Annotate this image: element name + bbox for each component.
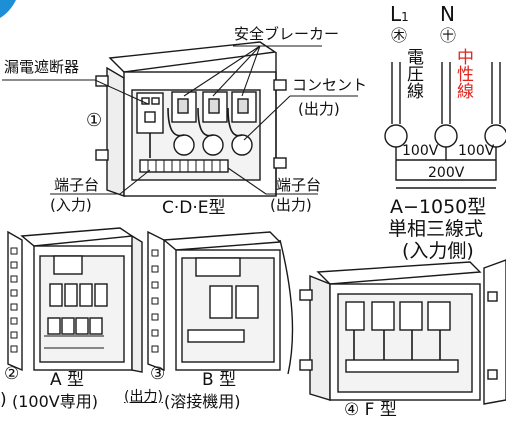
terminal-output-sub: (出力) bbox=[270, 196, 312, 214]
model-b-sub: (溶接機用) bbox=[164, 392, 241, 411]
outlet-output-label: (出力) bbox=[298, 100, 340, 118]
model-cde-label: C·D·E型 bbox=[162, 198, 226, 218]
voltage-200: 200V bbox=[428, 165, 465, 181]
model-b-number: ③ bbox=[150, 364, 166, 384]
wiring-diagram bbox=[384, 62, 506, 189]
box-f bbox=[299, 259, 506, 405]
model-f-label: ④ F 型 bbox=[344, 400, 397, 420]
l1-label: L1 bbox=[390, 4, 409, 24]
model-a-label: A 型 bbox=[50, 370, 85, 390]
model-1050: A−1050型 bbox=[390, 196, 487, 218]
model-a-number: ② bbox=[4, 364, 20, 384]
left-paren: ) bbox=[0, 390, 7, 410]
neutral-line-label: 中性線 bbox=[453, 48, 473, 99]
voltage-100-b: 100V bbox=[458, 143, 495, 159]
corner-accent bbox=[0, 0, 16, 18]
outlet-label: コンセント bbox=[292, 76, 368, 94]
input-side-label: (入力側) bbox=[402, 240, 474, 262]
n-label: N bbox=[440, 2, 455, 26]
box-b bbox=[147, 230, 294, 375]
model-b-label: B 型 bbox=[202, 370, 237, 390]
model-b-output: (出力) bbox=[124, 389, 163, 405]
l1-color: ㊍ bbox=[391, 26, 408, 45]
voltage-line-label: 電圧線 bbox=[403, 48, 423, 99]
box-a bbox=[7, 227, 143, 373]
breaker-label: 漏電遮断器 bbox=[4, 58, 80, 76]
model-a-sub: (100V専用) bbox=[12, 392, 98, 411]
voltage-100-a: 100V bbox=[402, 143, 439, 159]
l1-subscript: 1 bbox=[401, 10, 409, 24]
box-cde bbox=[95, 41, 287, 197]
n-color: ㊉ bbox=[440, 26, 457, 45]
safety-breaker-label: 安全ブレーカー bbox=[234, 25, 340, 43]
l1-text: L bbox=[390, 2, 402, 26]
model-cde-number: ① bbox=[86, 110, 103, 131]
leaders-cde bbox=[2, 45, 358, 195]
terminal-output-label: 端子台 bbox=[276, 176, 322, 194]
terminal-input-sub: (入力) bbox=[50, 196, 92, 214]
system-label: 単相三線式 bbox=[388, 218, 484, 240]
terminal-input-label: 端子台 bbox=[54, 176, 100, 194]
